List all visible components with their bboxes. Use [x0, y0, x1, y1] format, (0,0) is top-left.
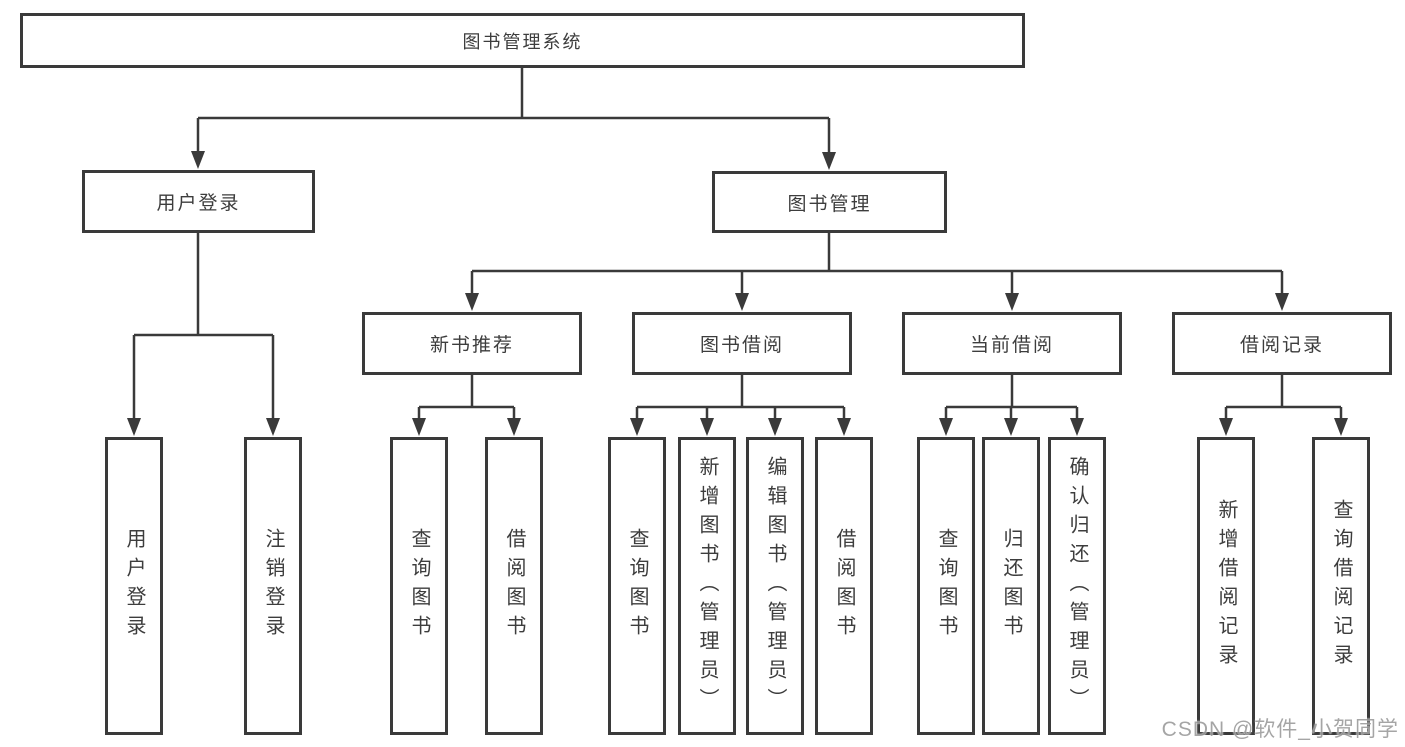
leaf-add-books-admin: 新增图书（管理员）	[678, 437, 736, 735]
leaf-confirm-return-admin: 确认归还（管理员）	[1048, 437, 1106, 735]
connector-stroke-paths	[132, 68, 1343, 419]
leaf-label: 借阅图书	[833, 528, 855, 644]
node-borrowing-records: 借阅记录	[1172, 312, 1392, 375]
leaf-query-borrow-record: 查询借阅记录	[1312, 437, 1370, 735]
node-label: 借阅记录	[1239, 335, 1324, 356]
csdn-watermark: CSDN @软件_小贺同学	[1161, 718, 1399, 741]
leaf-user-login: 用户登录	[105, 437, 163, 735]
leaf-label: 确认归还（管理员）	[1066, 455, 1088, 717]
node-book-management: 图书管理	[712, 171, 947, 233]
leaf-query-books-current: 查询图书	[917, 437, 975, 735]
leaf-add-borrow-record: 新增借阅记录	[1197, 437, 1255, 735]
leaf-label: 查询图书	[408, 528, 430, 644]
leaf-label: 归还图书	[1000, 528, 1022, 644]
arrowhead-shapes	[127, 151, 1348, 436]
leaf-query-books-recommend: 查询图书	[390, 437, 448, 735]
leaf-label: 用户登录	[123, 528, 145, 644]
leaf-borrow-books: 借阅图书	[815, 437, 873, 735]
leaf-edit-books-admin: 编辑图书（管理员）	[746, 437, 804, 735]
leaf-label: 查询图书	[626, 528, 648, 644]
leaf-label: 查询借阅记录	[1330, 499, 1352, 673]
leaf-borrow-books-recommend: 借阅图书	[485, 437, 543, 735]
leaf-return-books: 归还图书	[982, 437, 1040, 735]
leaf-label: 新增图书（管理员）	[696, 455, 718, 717]
leaf-label: 新增借阅记录	[1215, 499, 1237, 673]
node-book-borrowing: 图书借阅	[632, 312, 852, 375]
leaf-query-books-borrow: 查询图书	[608, 437, 666, 735]
node-library-management-system: 图书管理系统	[20, 13, 1025, 68]
node-label: 新书推荐	[429, 335, 514, 356]
leaf-label: 查询图书	[935, 528, 957, 644]
node-label: 图书管理系统	[462, 31, 583, 52]
leaf-label: 编辑图书（管理员）	[764, 455, 786, 717]
leaf-logout: 注销登录	[244, 437, 302, 735]
node-label: 图书借阅	[699, 335, 784, 356]
node-label: 用户登录	[156, 193, 241, 214]
node-current-borrowing: 当前借阅	[902, 312, 1122, 375]
leaf-label: 借阅图书	[503, 528, 525, 644]
node-user-login: 用户登录	[82, 170, 315, 233]
node-label: 图书管理	[787, 193, 872, 215]
node-new-book-recommendation: 新书推荐	[362, 312, 582, 375]
node-label: 当前借阅	[969, 335, 1054, 356]
leaf-label: 注销登录	[262, 528, 284, 644]
